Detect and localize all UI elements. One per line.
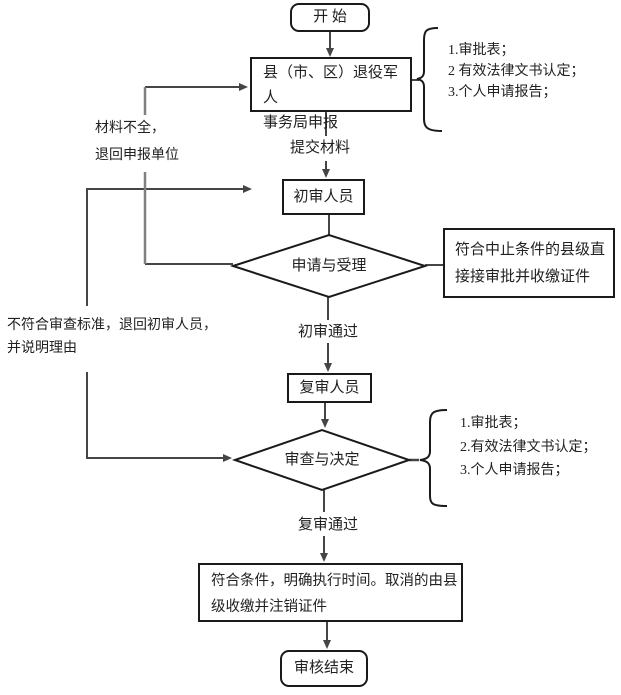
result-box-line1: 符合条件，明确执行时间。取消的由县 xyxy=(211,573,458,589)
decision1-label: 申请与受理 xyxy=(291,258,367,274)
start-node-label: 开 始 xyxy=(313,9,347,25)
second-review-box: 复审人员 xyxy=(287,373,372,403)
bracket2-item-1: 1.审批表； xyxy=(460,416,527,431)
bracket1-brace xyxy=(416,27,443,132)
arrowhead-into-end-top xyxy=(323,640,331,649)
feedback-nonconforming-upper xyxy=(86,188,244,306)
flow-connectors xyxy=(86,32,443,641)
arrowhead-toward-firstreview-left xyxy=(243,185,252,193)
first-pass-label: 初审通过 xyxy=(296,323,360,341)
bracket1-item-2: 2 有效法律文书认定； xyxy=(448,64,585,79)
declare-box-line2: 事务局申报 xyxy=(263,115,339,131)
decision2-diamond xyxy=(231,428,413,492)
arrowhead-into-firstreview-top xyxy=(322,169,330,178)
bracket2-brace xyxy=(419,409,448,507)
bracket1-list: 1.审批表； 2 有效法律文书认定； 3.个人申请报告； xyxy=(448,40,585,103)
arrowhead-into-result-top xyxy=(320,553,328,562)
decision1-diamond xyxy=(229,233,429,299)
second-pass-label: 复审通过 xyxy=(296,516,360,534)
bracket2-list: 1.审批表； 2.有效法律文书认定； 3.个人申请报告； xyxy=(460,412,597,483)
note-incomplete-line1: 材料不全， xyxy=(95,121,165,136)
arrowhead-into-secondreview-top xyxy=(324,363,332,372)
suspend-box: 符合中止条件的县级直 接接审批并收缴证件 xyxy=(443,228,615,298)
first-review-label: 初审人员 xyxy=(293,188,354,205)
first-review-box: 初审人员 xyxy=(282,179,365,215)
end-node-label: 审核结束 xyxy=(293,660,354,676)
result-box: 符合条件，明确执行时间。取消的由县 级收缴并注销证件 xyxy=(198,563,463,622)
bracket1-item-3: 3.个人申请报告； xyxy=(448,85,557,100)
declare-box: 县（市、区）退役军人 事务局申报 xyxy=(250,57,412,131)
decision2-label: 审查与决定 xyxy=(284,452,360,468)
result-box-line2: 级收缴并注销证件 xyxy=(211,599,327,615)
feedback-nonconforming-lower xyxy=(86,372,224,459)
bracket2-item-2: 2.有效法律文书认定； xyxy=(460,439,597,455)
note-nonconforming-line1: 不符合审查标准，退回初审人员， xyxy=(7,318,217,333)
arrowhead-into-decision2-top xyxy=(321,419,329,428)
shape-outlines xyxy=(229,27,448,507)
arrowhead-into-declare-left xyxy=(239,83,248,91)
note-incomplete-materials: 材料不全， 退回申报单位 xyxy=(95,115,179,169)
bracket1-item-1: 1.审批表； xyxy=(448,43,515,58)
bracket2-item-3: 3.个人申请报告； xyxy=(460,463,569,478)
note-nonconforming-line2: 并说明理由 xyxy=(7,341,77,356)
note-incomplete-line2: 退回申报单位 xyxy=(95,148,179,163)
suspend-box-line2: 接接审批并收缴证件 xyxy=(455,269,591,285)
arrowheads xyxy=(223,48,334,649)
end-node: 审核结束 xyxy=(280,650,368,687)
note-nonconforming: 不符合审查标准，退回初审人员， 并说明理由 xyxy=(7,314,217,360)
suspend-box-line1: 符合中止条件的县级直 xyxy=(455,242,606,258)
start-node: 开 始 xyxy=(290,3,370,32)
second-review-label: 复审人员 xyxy=(299,379,360,396)
arrowhead-into-decision2-left xyxy=(223,454,232,462)
submit-materials-label: 提交材料 xyxy=(289,139,351,157)
arrowhead-into-declare-top xyxy=(326,48,334,57)
declare-box-line1: 县（市、区）退役军人 xyxy=(263,65,399,106)
